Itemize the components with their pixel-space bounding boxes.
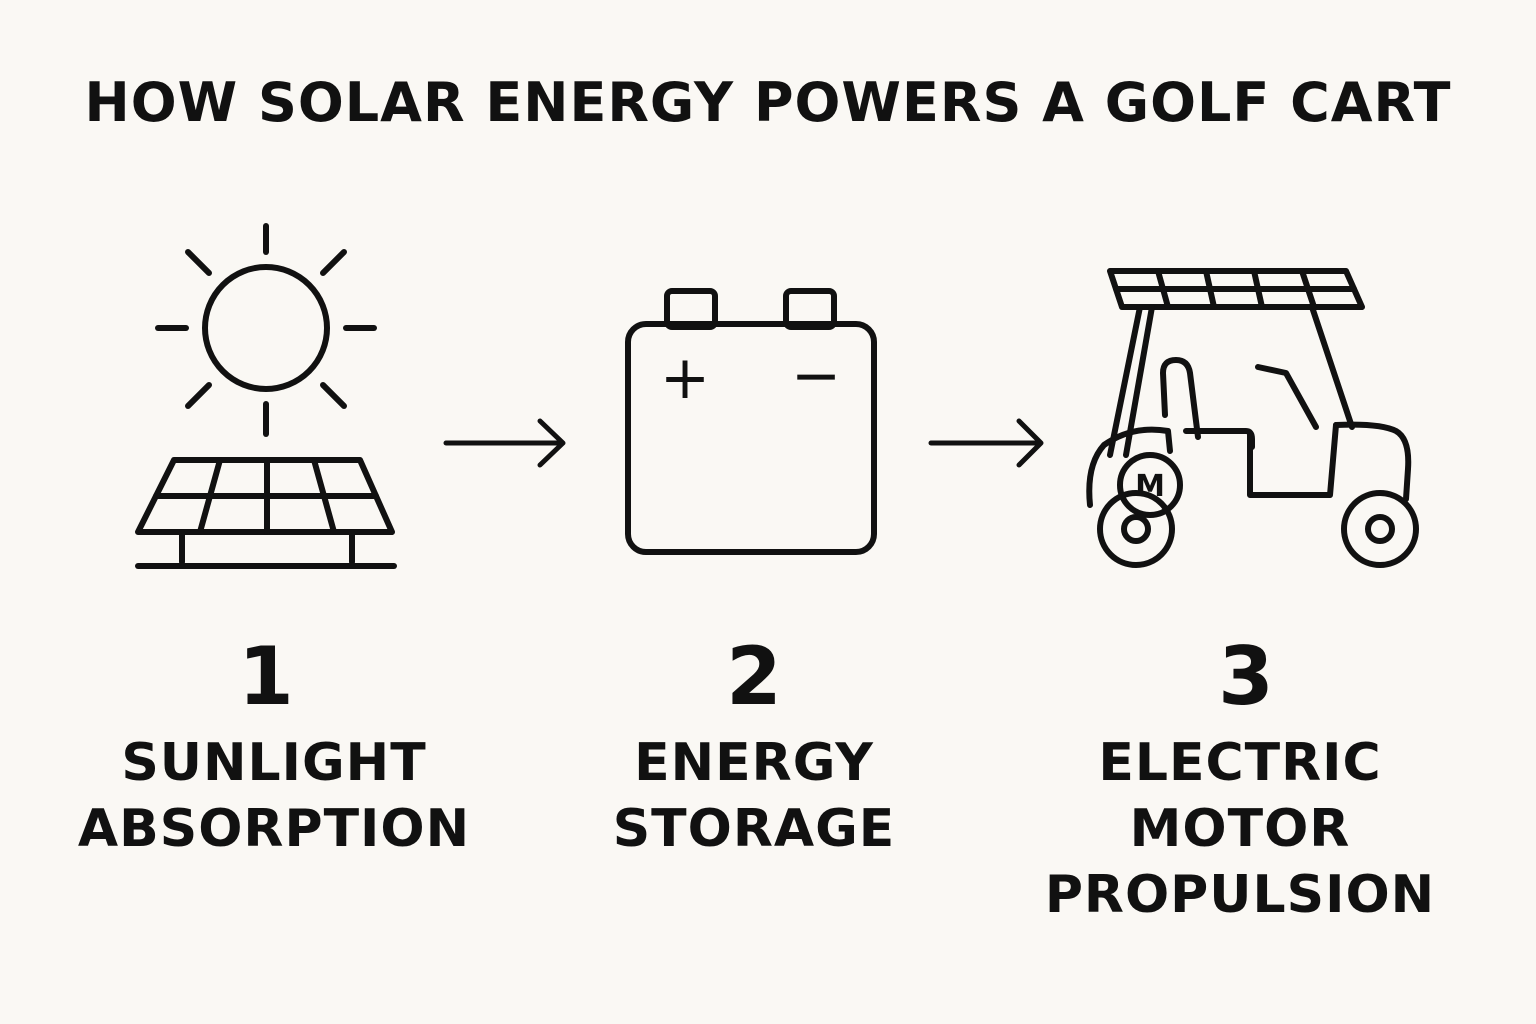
battery-icon: + − xyxy=(625,288,877,555)
solar-panel-icon xyxy=(135,457,397,569)
seat-icon xyxy=(1160,357,1339,498)
positive-terminal-label: + xyxy=(660,343,710,413)
rear-wheel-icon xyxy=(1341,490,1419,568)
step-label-line: ELECTRIC xyxy=(1098,733,1382,793)
step-number-1: 1 xyxy=(238,630,294,723)
arrow-right-icon xyxy=(928,418,1044,468)
step-label-line: STORAGE xyxy=(612,799,896,859)
solar-golf-cart-icon: M xyxy=(1086,268,1419,568)
step-label-line: ABSORPTION xyxy=(77,799,471,859)
sun-icon xyxy=(155,223,377,437)
arrow-right-icon xyxy=(443,418,566,468)
step-label-2: ENERGY STORAGE xyxy=(554,730,954,862)
step-label-line: MOTOR xyxy=(1129,799,1351,859)
step-number-3: 3 xyxy=(1218,630,1274,723)
step-label-line: SUNLIGHT xyxy=(121,733,427,793)
step-label-line: PROPULSION xyxy=(1044,865,1436,925)
step-number-2: 2 xyxy=(726,630,782,723)
step-label-line: ENERGY xyxy=(634,733,874,793)
sun-and-solar-panel-icon xyxy=(135,223,397,569)
solar-roof-icon xyxy=(1107,268,1365,310)
step-label-3: ELECTRIC MOTOR PROPULSION xyxy=(1040,730,1440,928)
negative-terminal-label: − xyxy=(791,341,841,411)
motor-icon xyxy=(1117,452,1183,518)
front-wheel-icon xyxy=(1097,490,1175,568)
step-label-1: SUNLIGHT ABSORPTION xyxy=(74,730,474,862)
diagram-title: HOW SOLAR ENERGY POWERS A GOLF CART xyxy=(84,71,1452,134)
